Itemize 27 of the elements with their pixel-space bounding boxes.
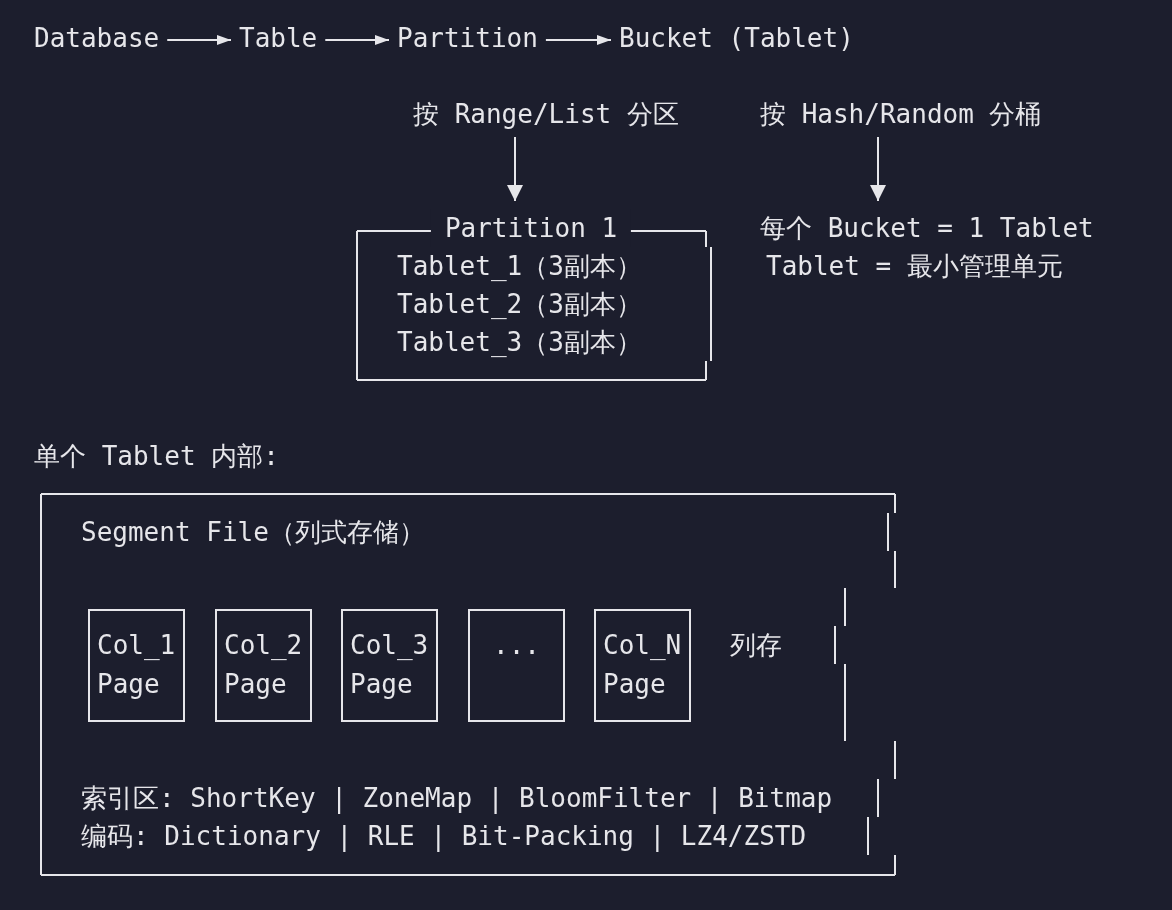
note-text: Tablet = 最小管理单元 [766,250,1064,283]
list-item: Tablet_3（3副本） [397,326,642,359]
column-box: ... [468,609,565,722]
arrow [507,136,523,202]
note-text: 每个 Bucket = 1 Tablet [760,212,1094,245]
arrow [324,35,390,45]
step-label: Database [34,19,160,57]
side-label: 列存 [730,629,782,662]
step-label: Bucket (Tablet) [619,19,854,57]
arrow [870,136,886,202]
step-label: Partition [397,19,538,57]
container-box [41,494,897,877]
arrow [166,35,232,45]
text-line: 编码: Dictionary | RLE | Bit-Packing | LZ4/ZSTD [81,820,807,854]
step-label: Table [239,19,318,57]
column-box: Col_N Page [594,609,691,722]
column-box: Col_3 Page [341,609,438,722]
box-title: Segment File（列式存储） [81,516,425,549]
text-line: 索引区: ShortKey | ZoneMap | BloomFilter | Bitmap [81,782,833,816]
column-box: Col_2 Page [215,609,312,722]
section-heading: 单个 Tablet 内部: [34,440,279,473]
rule-label: 按 Range/List 分区 [413,95,679,133]
rule-label: 按 Hash/Random 分桶 [760,95,1042,133]
list-item: Tablet_1（3副本） [397,250,642,283]
list-item: Tablet_2（3副本） [397,288,642,321]
column-box: Col_1 Page [88,609,185,722]
arrow [544,35,612,45]
